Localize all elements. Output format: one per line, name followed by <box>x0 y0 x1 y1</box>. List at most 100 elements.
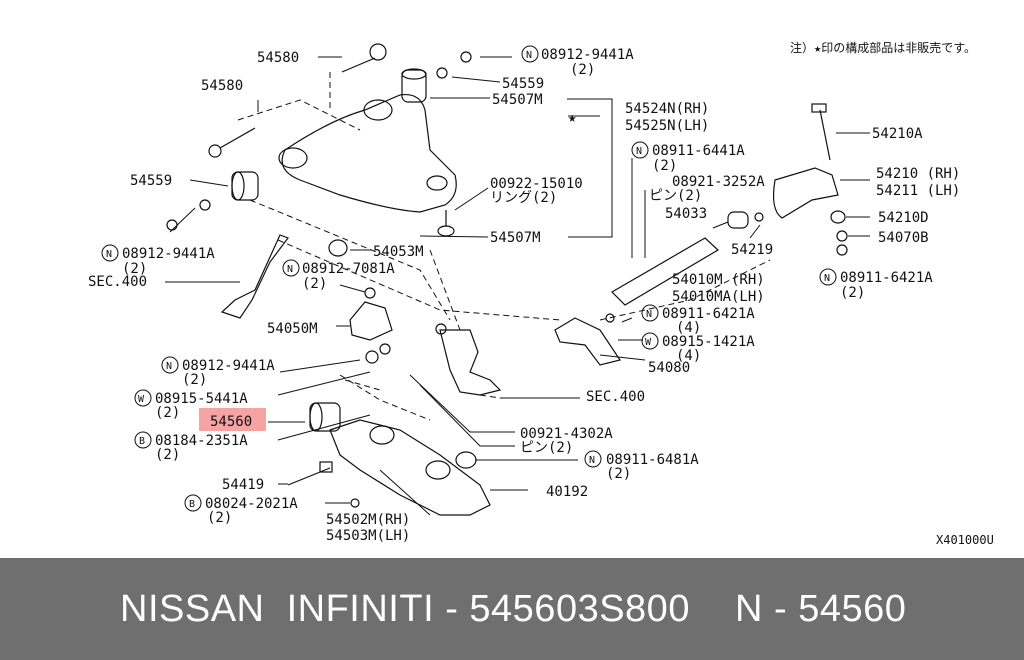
label-qty: (2) <box>155 447 180 463</box>
label-00921-4302a: 00921-4302A <box>520 426 613 442</box>
svg-text:B: B <box>139 436 145 447</box>
bump-stop-54053m <box>328 239 348 257</box>
label-08912-9441a-low: 08912-9441A <box>182 358 275 374</box>
label-08912-7081a: 08912-7081A <box>302 261 395 277</box>
label-54080: 54080 <box>648 360 690 376</box>
bushing-54033 <box>727 211 749 229</box>
stabilizer-link <box>220 234 289 319</box>
label-54559-left: 54559 <box>130 173 172 189</box>
label-qty: (2) <box>570 62 595 78</box>
label-54503m: 54503M(LH) <box>326 528 410 544</box>
label-08911-6441a: 08911-6441A <box>652 143 745 159</box>
label-40192: 40192 <box>546 484 588 500</box>
svg-text:N: N <box>646 309 652 320</box>
label-08912-9441a-left: 08912-9441A <box>122 246 215 262</box>
lower-arm <box>329 419 491 516</box>
washer-top <box>436 67 448 79</box>
label-54419: 54419 <box>222 477 264 493</box>
svg-text:N: N <box>166 361 172 372</box>
bolt-54419 <box>287 467 331 486</box>
label-54211: 54211 (LH) <box>876 183 960 199</box>
label-qty: (2) <box>155 405 180 421</box>
svg-text:W: W <box>138 394 145 405</box>
label-08921-3252a: 08921-3252A <box>672 174 765 190</box>
label-54210: 54210 (RH) <box>876 166 960 182</box>
upper-ball-joint <box>426 175 448 191</box>
label-qty: (2) <box>207 510 232 526</box>
bracket-54080 <box>554 317 621 366</box>
svg-text:N: N <box>526 50 532 61</box>
label-54070b: 54070B <box>878 230 929 246</box>
bushing-54559-top <box>401 69 427 103</box>
upper-arm-shape <box>281 93 457 213</box>
washer-08915 <box>365 350 379 364</box>
tension-rod-54010m <box>611 237 719 306</box>
upper-arm-bushing-right <box>363 99 393 121</box>
label-qty: (2) <box>652 158 677 174</box>
svg-text:B: B <box>189 499 195 510</box>
svg-text:N: N <box>106 249 112 260</box>
label-08184-2351a: 08184-2351A <box>155 433 248 449</box>
bolt-54580-top <box>341 57 376 73</box>
label-54502m: 54502M(RH) <box>326 512 410 528</box>
label-54010m: 54010M (RH) <box>672 272 765 288</box>
label-54559-top: 54559 <box>502 76 544 92</box>
label-54053m: 54053M <box>373 244 424 260</box>
svg-text:★: ★ <box>568 110 577 126</box>
bushing-54559-left <box>231 171 259 201</box>
nut-left <box>166 219 178 231</box>
bolt-54210a <box>819 109 831 161</box>
bolt-54580-left <box>219 127 256 149</box>
note-text: 注）★印の構成部品は非販売です。 <box>790 40 976 55</box>
label-qty: (2) <box>182 372 207 388</box>
label-sec400-left: SEC.400 <box>88 274 147 290</box>
svg-text:N: N <box>636 146 642 157</box>
nut-08912-low <box>379 343 391 355</box>
anchor-arm-54210 <box>772 167 839 219</box>
bumper-54050m <box>349 301 393 341</box>
label-54524n: 54524N(RH) <box>625 101 709 117</box>
washer-left <box>199 199 211 211</box>
label-qty: (2) <box>606 466 631 482</box>
label-qty: (2) <box>122 261 147 277</box>
nut-top <box>460 51 472 63</box>
parts-diagram: NN NN NN WN WB NB ★ 54580 08912-9441A (2… <box>88 40 994 547</box>
spacer-54210d <box>830 210 846 224</box>
diagram-code: X401000U <box>936 533 994 547</box>
label-08915-1421a: 08915-1421A <box>662 334 755 350</box>
label-qty: (4) <box>676 320 701 336</box>
label-08911-6421a-right: 08911-6421A <box>840 270 933 286</box>
part-number-text: NISSAN INFINITI - 545603S800 <box>120 588 690 630</box>
label-sec400-right: SEC.400 <box>586 389 645 405</box>
label-54050m: 54050M <box>267 321 318 337</box>
label-08911-6481a: 08911-6481A <box>606 452 699 468</box>
label-08912-9441a-top: 08912-9441A <box>541 47 634 63</box>
label-qty: (4) <box>676 348 701 364</box>
label-54525n: 54525N(LH) <box>625 118 709 134</box>
label-qty: (2) <box>840 285 865 301</box>
label-54219: 54219 <box>731 242 773 258</box>
lower-ball-joint <box>455 451 477 469</box>
part-code-text: N - 54560 <box>735 588 907 630</box>
label-54010ma: 54010MA(LH) <box>672 289 765 305</box>
label-00922-15010: 00922-15010 <box>490 176 583 192</box>
nut-54070b <box>836 230 848 242</box>
ring-54219 <box>754 212 764 222</box>
footer-bar: NISSAN INFINITI - 545603S800 N - 54560 <box>0 558 1024 660</box>
knuckle <box>439 329 502 396</box>
bolt-08024 <box>350 498 360 508</box>
label-08915-5441a: 08915-5441A <box>155 391 248 407</box>
label-qty: (2) <box>302 276 327 292</box>
label-54580-left: 54580 <box>201 78 243 94</box>
highlight-box <box>199 408 266 431</box>
label-54560: 54560 <box>210 414 252 430</box>
label-08024-2021a: 08024-2021A <box>205 496 298 512</box>
upper-arm-bushing-left <box>278 147 308 169</box>
ring-00922 <box>437 225 455 237</box>
svg-text:N: N <box>589 455 595 466</box>
label-54210d: 54210D <box>878 210 929 226</box>
label-54210a: 54210A <box>872 126 923 142</box>
label-54580-top: 54580 <box>257 50 299 66</box>
svg-text:W: W <box>645 337 652 348</box>
